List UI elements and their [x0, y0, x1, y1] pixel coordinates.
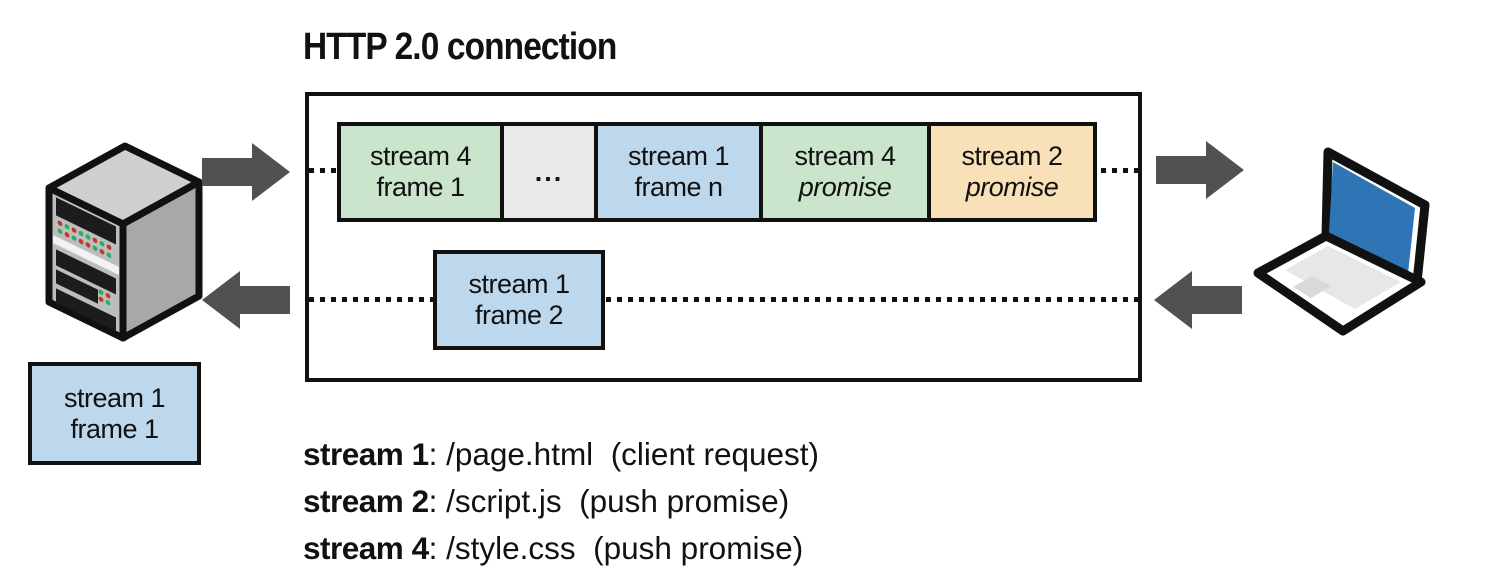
frame-label-line1: stream 1 [63, 382, 166, 413]
ellipsis-label: ... [534, 156, 564, 187]
legend-line-stream4: stream 4: /style.css (push promise) [303, 525, 819, 568]
frame-box-stream1-framen: stream 1 frame n [594, 122, 763, 222]
legend-text: : /page.html (client request) [428, 436, 820, 472]
frame-label-line1: stream 2 [961, 141, 1063, 171]
legend-text: : /style.css (push promise) [428, 530, 804, 566]
server-icon [45, 142, 203, 342]
laptop-touchpad [1293, 276, 1331, 298]
connection-box: stream 4 frame 1 ... stream 1 frame n st… [305, 92, 1142, 382]
frame-box-ellipsis: ... [500, 122, 598, 222]
frame-label-line2: promise [965, 172, 1059, 202]
outgoing-frame-row: stream 4 frame 1 ... stream 1 frame n st… [337, 122, 1097, 222]
frame-label-line1: stream 1 [627, 141, 730, 171]
legend-term: stream 4 [303, 530, 429, 566]
frame-label-line2: frame 1 [376, 172, 465, 202]
diagram-title: HTTP 2.0 connection [303, 26, 617, 68]
legend-text: : /script.js (push promise) [428, 483, 790, 519]
laptop-icon [1253, 147, 1430, 336]
arrow-right-icon [1156, 141, 1244, 199]
arrow-right-icon [202, 143, 290, 201]
legend-line-stream1: stream 1: /page.html (client request) [303, 431, 819, 478]
legend-line-stream2: stream 2: /script.js (push promise) [303, 478, 819, 525]
frame-label-line1: stream 1 [468, 269, 570, 299]
laptop-keyboard [1285, 246, 1401, 309]
legend-term: stream 1 [303, 436, 429, 472]
frame-label-line2: frame n [634, 172, 723, 202]
frame-box-stream4-frame1: stream 4 frame 1 [337, 122, 504, 222]
frame-box-stream4-promise: stream 4 promise [759, 122, 931, 222]
stream-legend: stream 1: /page.html (client request) st… [303, 431, 819, 568]
laptop-screen [1329, 162, 1415, 274]
frame-box-stream1-frame1: stream 1 frame 1 [28, 362, 201, 465]
arrow-left-icon [202, 271, 290, 329]
frame-label-line2: frame 1 [70, 413, 159, 444]
frame-box-stream2-promise: stream 2 promise [927, 122, 1097, 222]
frame-box-stream1-frame2: stream 1 frame 2 [433, 250, 605, 350]
arrow-left-icon [1154, 271, 1242, 329]
frame-label-line2: frame 2 [474, 300, 564, 330]
server-leds [57, 220, 112, 258]
legend-term: stream 2 [303, 483, 429, 519]
server-bays [53, 197, 119, 332]
frame-label-line1: stream 4 [369, 141, 472, 171]
frame-label-line2: promise [798, 172, 892, 202]
response-dotted-line [309, 297, 1138, 302]
frame-label-line1: stream 4 [794, 141, 896, 171]
